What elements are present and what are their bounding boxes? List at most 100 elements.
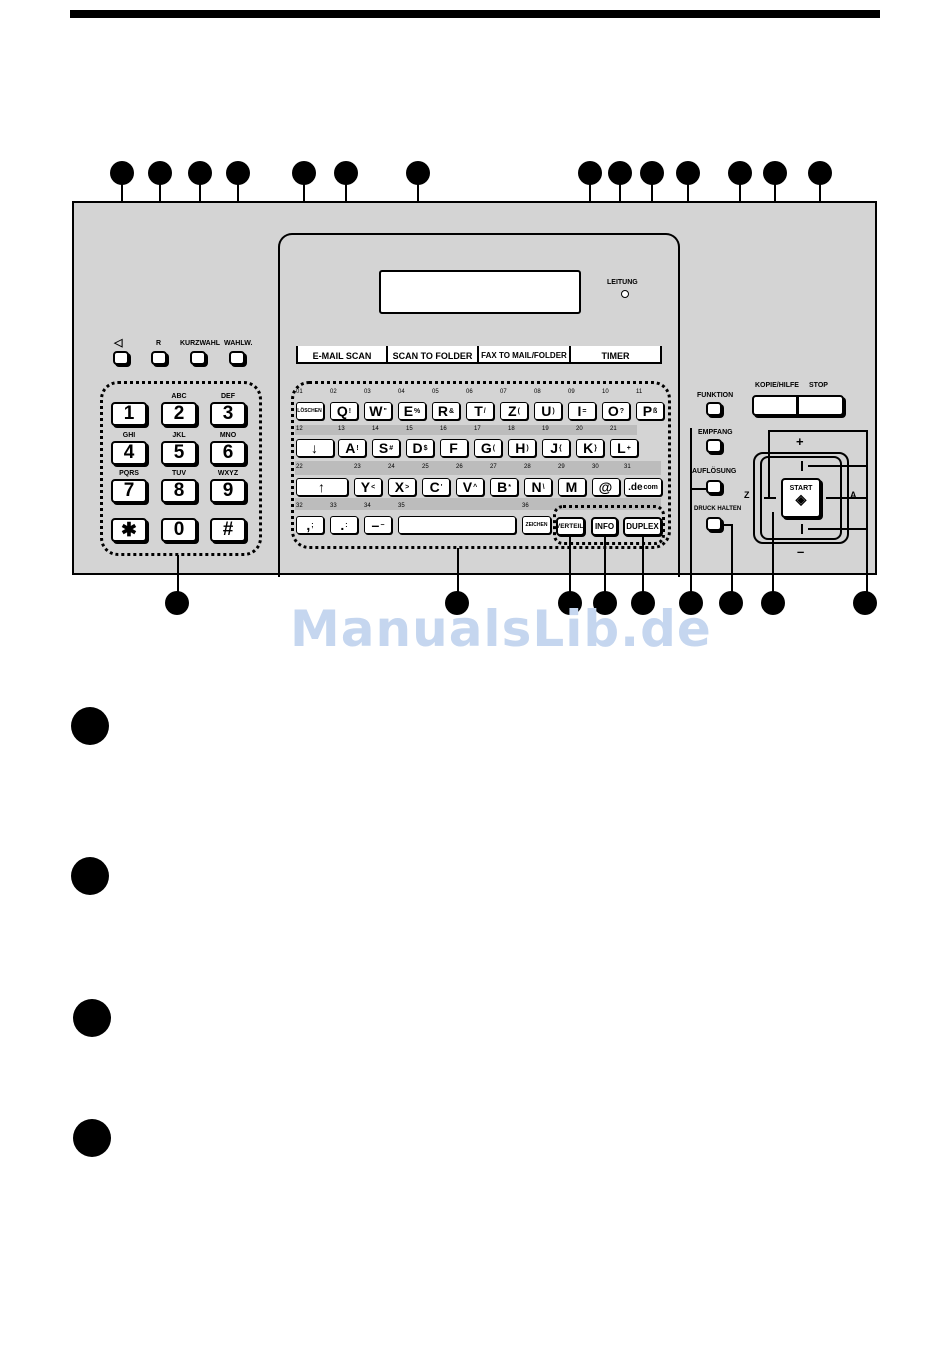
key-r4-0-label: ,: [306, 517, 311, 533]
key-r2-3-label: D: [412, 440, 423, 456]
keypad-key-12[interactable]: #: [210, 518, 246, 542]
keypad-key-9[interactable]: 9: [210, 479, 246, 503]
key-r4-2-alt: −: [380, 521, 385, 529]
key-r1-9[interactable]: O?: [602, 402, 630, 420]
verteil-button[interactable]: VERTEIL.: [556, 517, 585, 536]
key-r3-5[interactable]: B*: [490, 478, 518, 496]
key-r1-8[interactable]: I=: [568, 402, 596, 420]
key-r2-5-alt: (: [492, 444, 496, 452]
key-r3-4[interactable]: V^: [456, 478, 484, 496]
tab-fax-to-mail-folder[interactable]: FAX TO MAIL/FOLDER: [479, 346, 571, 364]
tab-timer[interactable]: TIMER: [571, 346, 662, 364]
keypad-key-6[interactable]: 6: [210, 441, 246, 465]
key-r2-1-label: A: [345, 440, 356, 456]
keypad-key-5[interactable]: 5: [161, 441, 197, 465]
key-r2-0[interactable]: ↓: [296, 439, 334, 457]
key-r2-7[interactable]: J{: [542, 439, 570, 457]
key-r1-0[interactable]: LÖSCHEN: [296, 402, 324, 420]
key-r2-9[interactable]: L+: [610, 439, 638, 457]
keypad-key-4[interactable]: 4: [111, 441, 147, 465]
key-r3-2[interactable]: X>: [388, 478, 416, 496]
key-r1-6-label: Z: [508, 403, 517, 419]
keynum-r1-3: 04: [398, 389, 405, 395]
keynum-r2-8: 20: [576, 426, 583, 432]
key-r2-5[interactable]: G(: [474, 439, 502, 457]
key-r1-5-label: T: [474, 403, 483, 419]
empfang-button[interactable]: [706, 439, 722, 453]
r-label: R: [156, 340, 162, 347]
key-r2-9-label: L: [617, 440, 626, 456]
key-r3-3-alt: ': [440, 483, 443, 491]
speaker-button[interactable]: [113, 351, 129, 365]
tab-scan-to-folder[interactable]: SCAN TO FOLDER: [388, 346, 479, 364]
kopie-hilfe-label: KOPIE/HILFE: [755, 382, 799, 389]
stop-button[interactable]: [797, 395, 844, 416]
callout-23: [853, 591, 877, 615]
key-r3-8[interactable]: @: [592, 478, 620, 496]
key-r1-7[interactable]: U): [534, 402, 562, 420]
key-r4-0[interactable]: ,;: [296, 516, 324, 534]
key-r2-6[interactable]: H): [508, 439, 536, 457]
key-r1-0-label: LÖSCHEN: [297, 408, 322, 414]
start-button[interactable]: START ◈: [781, 478, 821, 518]
keypad-key-1[interactable]: 1: [111, 402, 147, 426]
key-r3-1-alt: <: [371, 483, 376, 491]
keypad-key-7[interactable]: 7: [111, 479, 147, 503]
info-button[interactable]: INFO: [591, 517, 618, 536]
key-r3-2-alt: >: [405, 483, 410, 491]
keypad-letters-6: MNO: [219, 432, 237, 439]
kurzwahl-button[interactable]: [190, 351, 206, 365]
key-r3-1[interactable]: Y<: [354, 478, 382, 496]
key-r2-2[interactable]: S#: [372, 439, 400, 457]
key-r3-0[interactable]: ↑: [296, 478, 348, 496]
key-r2-7-alt: {: [559, 444, 562, 452]
keypad-key-11[interactable]: 0: [161, 518, 197, 542]
key-r1-5[interactable]: T/: [466, 402, 494, 420]
key-r1-6[interactable]: Z(: [500, 402, 528, 420]
key-r1-2[interactable]: W": [364, 402, 392, 420]
keynum-r2-5: 17: [474, 426, 481, 432]
keynum-r1-8: 09: [568, 389, 575, 395]
keypad-key-8[interactable]: 8: [161, 479, 197, 503]
keypad-key-3[interactable]: 3: [210, 402, 246, 426]
key-r1-3[interactable]: E%: [398, 402, 426, 420]
key-r4-3[interactable]: [398, 516, 516, 534]
keynum-r3-7: 29: [558, 464, 565, 470]
key-r3-7[interactable]: M: [558, 478, 586, 496]
zeichen-key[interactable]: ZEICHEN: [522, 516, 551, 534]
keypad-letters-3: DEF: [221, 393, 235, 400]
key-r4-1[interactable]: .:: [330, 516, 358, 534]
tab-email-scan[interactable]: E-MAIL SCAN: [296, 346, 388, 364]
key-r2-1[interactable]: A!: [338, 439, 366, 457]
inner-panel-frame: [278, 233, 680, 577]
duplex-button[interactable]: DUPLEX: [623, 517, 662, 536]
key-r2-8[interactable]: K}: [576, 439, 604, 457]
keypad-key-10[interactable]: ✱: [111, 518, 147, 542]
key-r3-3[interactable]: C': [422, 478, 450, 496]
keypad-key-2[interactable]: 2: [161, 402, 197, 426]
key-r2-3-alt: $: [423, 444, 428, 452]
keynum-r4-0: 32: [296, 503, 303, 509]
kurzwahl-label: KURZWAHL: [180, 340, 221, 347]
key-r3-6[interactable]: N\: [524, 478, 552, 496]
keypad-letters-8: TUV: [172, 470, 186, 477]
wahlw-button[interactable]: [229, 351, 245, 365]
key-r3-4-alt: ^: [473, 483, 478, 491]
funktion-button[interactable]: [706, 402, 722, 416]
key-r4-2-label: –: [371, 517, 380, 533]
key-r1-4[interactable]: R&: [432, 402, 460, 420]
top-rule: [70, 10, 880, 18]
aufloesung-button[interactable]: [706, 480, 722, 494]
key-r2-3[interactable]: D$: [406, 439, 434, 457]
key-r2-4[interactable]: F: [440, 439, 468, 457]
keynum-r3-1: 23: [354, 464, 361, 470]
r-button[interactable]: [151, 351, 167, 365]
key-r2-2-label: S: [378, 440, 389, 456]
section-bullet-2: [71, 857, 109, 895]
key-r4-2[interactable]: –−: [364, 516, 392, 534]
key-r1-1[interactable]: Q!: [330, 402, 358, 420]
key-r1-7-label: U: [541, 403, 552, 419]
kopie-hilfe-button[interactable]: [752, 395, 798, 416]
